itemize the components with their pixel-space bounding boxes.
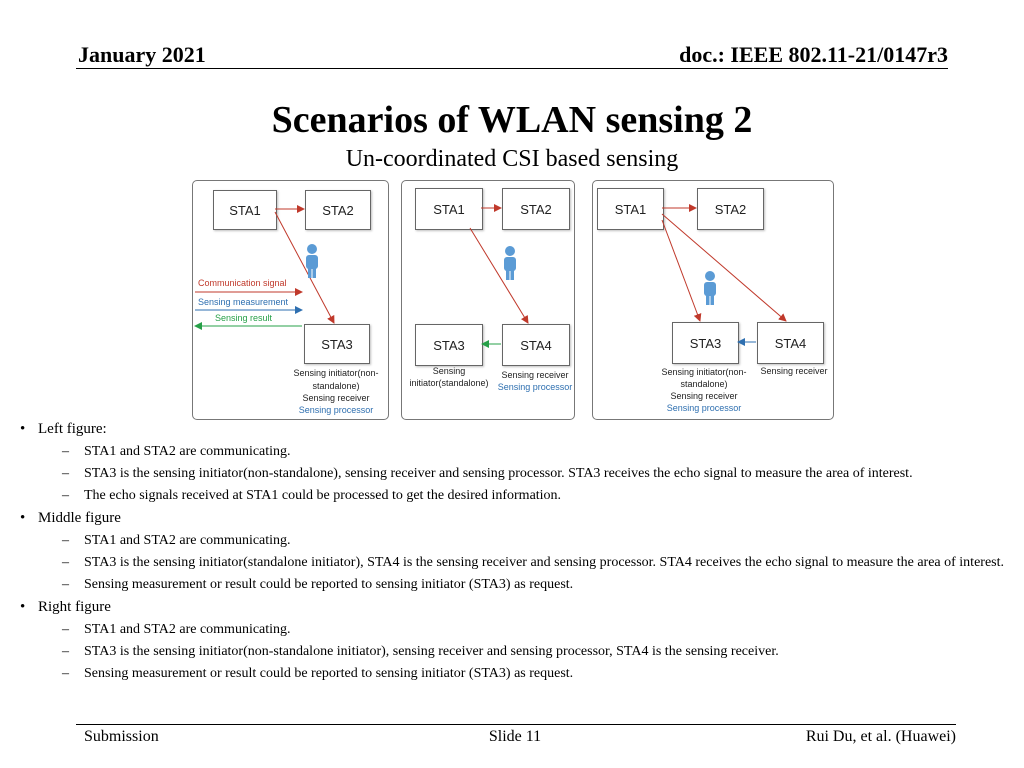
right-sta3-role-processor: Sensing processor [666,403,742,413]
left-sta3-role-initiator: Sensing initiator(non- [293,368,379,378]
bullet-right-item-2: STA3 is the sensing initiator(non-standa… [18,643,1008,661]
left-sta3-box: STA3 [304,324,370,364]
right-sta2-box: STA2 [697,188,764,230]
bullet-list: Left figure: STA1 and STA2 are communica… [18,416,1008,683]
left-sta2-box: STA2 [305,190,371,230]
bullet-middle-item-2: STA3 is the sensing initiator(standalone… [18,554,1008,572]
middle-sta4-role-receiver: Sensing receiver [501,370,569,380]
legend-measurement-label: Sensing measurement [198,297,289,307]
middle-sta3-role-sensing: Sensing [432,366,466,376]
bullet-middle-item-3: Sensing measurement or result could be r… [18,576,1008,594]
bullet-right-item-1: STA1 and STA2 are communicating. [18,621,1008,639]
middle-sta1-box: STA1 [415,188,483,230]
middle-sta2-box: STA2 [502,188,570,230]
right-sta3-role-initiator: Sensing initiator(non- [661,367,747,377]
left-sta3-role-standalone: standalone) [312,381,360,391]
footer-slide-number: Slide 11 [488,728,542,745]
right-sta4-box: STA4 [757,322,824,364]
bullet-left-heading: Left figure: [18,420,1008,439]
bullet-left-item-1: STA1 and STA2 are communicating. [18,443,1008,461]
bullet-right-heading: Right figure [18,598,1008,617]
middle-sta3-box: STA3 [415,324,483,366]
right-sta3-box: STA3 [672,322,739,364]
bullet-left-item-3: The echo signals received at STA1 could … [18,487,1008,505]
bullet-left-item-2: STA3 is the sensing initiator(non-standa… [18,465,1008,483]
right-sta1-box: STA1 [597,188,664,230]
header-date: January 2021 [78,42,206,67]
footer-submission: Submission [84,728,159,745]
right-sta4-role-receiver: Sensing receiver [760,366,828,376]
slide-title: Scenarios of WLAN sensing 2 [271,99,753,141]
bullet-middle-item-1: STA1 and STA2 are communicating. [18,532,1008,550]
bullet-right-item-3: Sensing measurement or result could be r… [18,665,1008,683]
middle-sta4-role-processor: Sensing processor [497,382,573,392]
header-divider [76,68,948,69]
right-sta3-role-standalone: standalone) [680,379,728,389]
slide-subtitle: Un-coordinated CSI based sensing [345,146,679,172]
left-sta3-role-receiver: Sensing receiver [302,393,370,403]
legend-result-label: Sensing result [215,313,273,323]
right-sta3-role-receiver: Sensing receiver [670,391,738,401]
header-doc-id: doc.: IEEE 802.11-21/0147r3 [679,42,948,67]
bullet-middle-heading: Middle figure [18,509,1008,528]
middle-sta3-role-initiator: initiator(standalone) [409,378,489,388]
footer-divider [76,724,956,725]
left-sta1-box: STA1 [213,190,277,230]
left-sta3-role-processor: Sensing processor [298,405,374,415]
legend-communication-label: Communication signal [198,278,287,288]
middle-sta4-box: STA4 [502,324,570,366]
footer-author: Rui Du, et al. (Huawei) [805,728,956,745]
